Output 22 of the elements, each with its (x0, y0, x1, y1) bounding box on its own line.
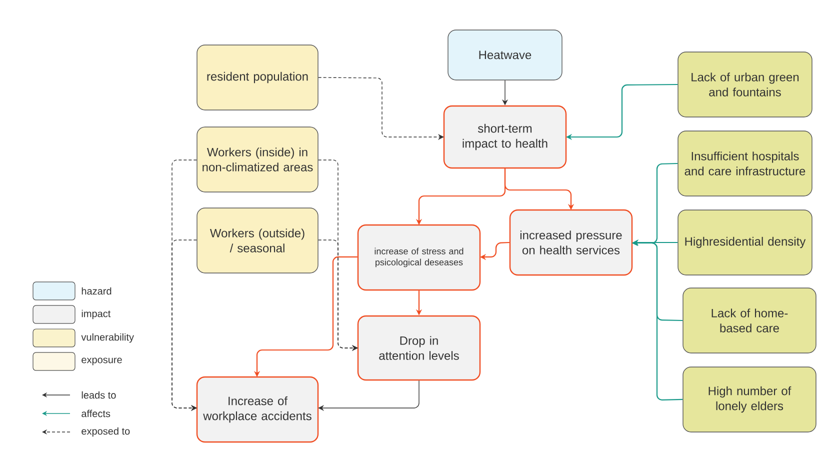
vulnerability-box: Insufficient hospitals and care infrastructure (678, 130, 812, 196)
vulnerability-box: High number of lonely elders (682, 366, 816, 432)
impact-box: Drop in attention levels (357, 315, 481, 381)
vulnerability-box: Lack of urban green and fountains (678, 52, 812, 118)
impact-box: Increase of workplace accidents (196, 376, 319, 443)
legend-label: exposure (82, 358, 122, 366)
exposure-box: Workers (inside) in non-climatized areas (196, 126, 318, 192)
legend-label: impact (82, 310, 111, 320)
exposure-box: resident population (196, 44, 318, 110)
exposure-box: Workers (outside) / seasonal (196, 208, 318, 274)
hazard-box: Heatwave (448, 30, 562, 80)
legend-label: leads to (82, 391, 116, 399)
legend-label: vulnerability (81, 333, 134, 343)
vulnerability-box: Lack of home-based care (682, 288, 816, 354)
impact-box: increase of stress and psicological deseases (357, 224, 481, 291)
legend-label: affects (82, 410, 110, 418)
vulnerability-box: Highresidential density (678, 210, 812, 276)
arrow (318, 380, 420, 412)
impact-box: short-term impact to health (443, 105, 567, 169)
legend-label: hazard (82, 287, 112, 295)
impact-box: increased pressure on health services (509, 209, 633, 276)
legend-label: exposed to (82, 427, 130, 437)
